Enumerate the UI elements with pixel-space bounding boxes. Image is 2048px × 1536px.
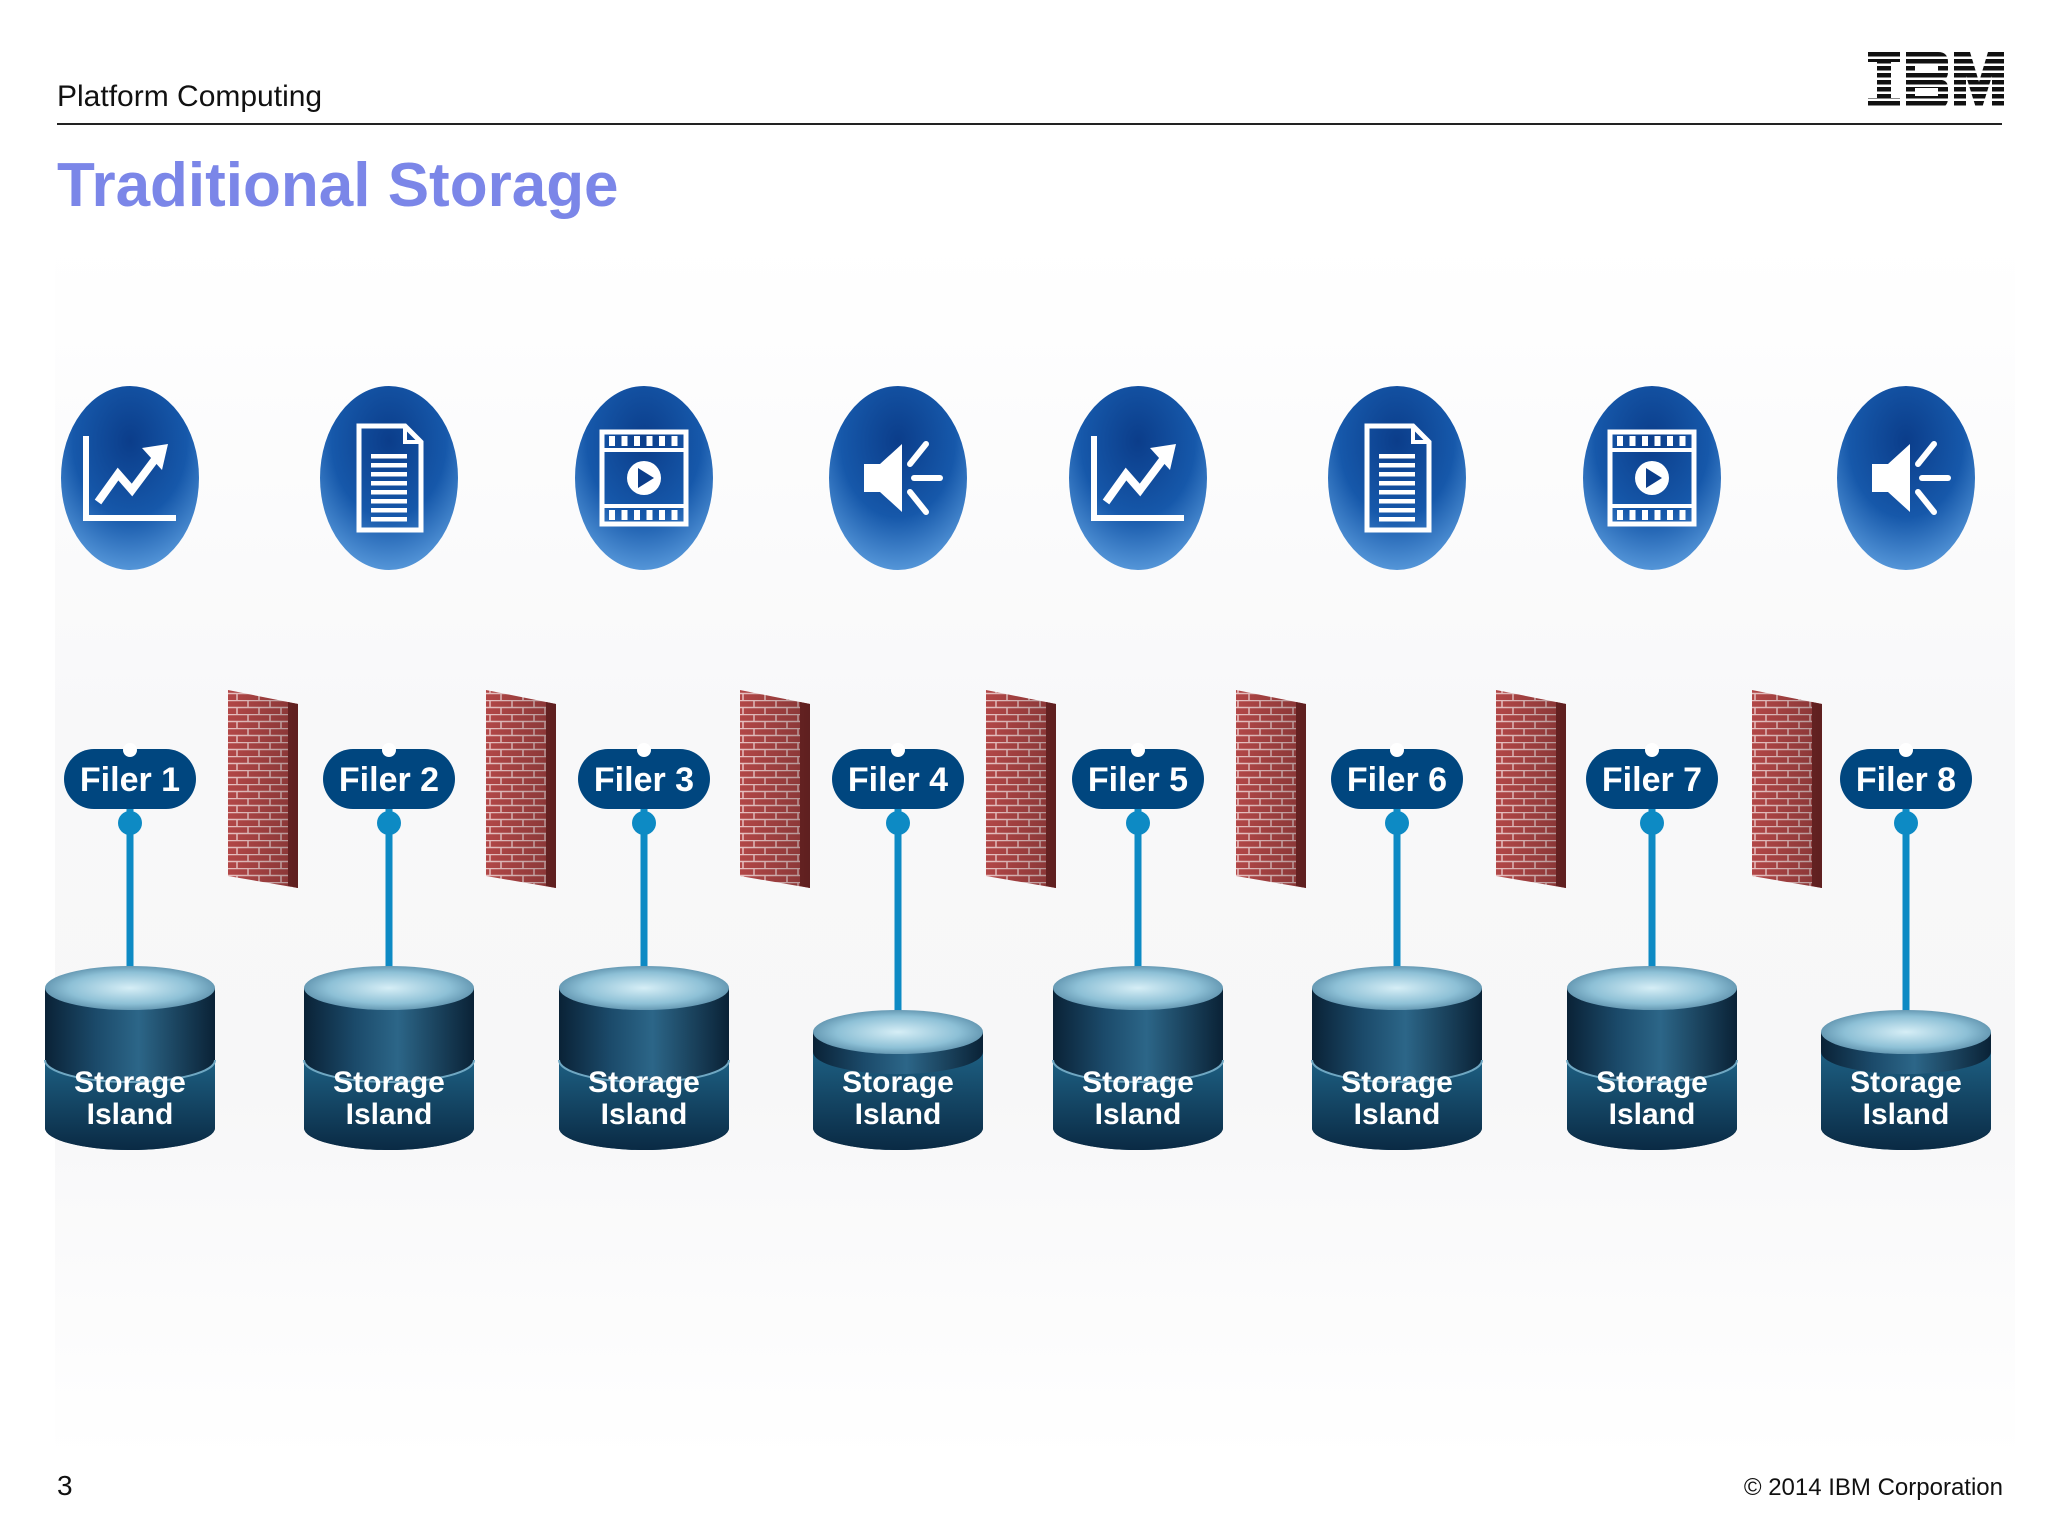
storage-label: Storage (1850, 1066, 1962, 1099)
filer-label: Filer 4 (848, 761, 948, 799)
filer-label: Filer 5 (1088, 761, 1188, 799)
storage-label: Storage (1082, 1066, 1194, 1099)
filer-badge: Filer 3 (578, 743, 710, 809)
document-icon (320, 386, 458, 570)
filer-badge: Filer 5 (1072, 743, 1204, 809)
storage-label: Storage (1596, 1066, 1708, 1099)
video-icon (575, 386, 713, 570)
copyright: © 2014 IBM Corporation (1743, 1474, 2003, 1501)
storage-label: Island (87, 1098, 174, 1131)
firewall-icon (986, 690, 1056, 888)
storage-label: Island (855, 1098, 942, 1131)
storage-label: Island (346, 1098, 433, 1131)
filer-badge: Filer 1 (64, 743, 196, 809)
firewall-icon (486, 690, 556, 888)
storage-label: Island (1863, 1098, 1950, 1131)
storage-label: Storage (1341, 1066, 1453, 1099)
storage-label: Island (601, 1098, 688, 1131)
filer-label: Filer 7 (1602, 761, 1702, 799)
chart-icon (61, 386, 199, 570)
filer-label: Filer 3 (594, 761, 694, 799)
filer-badge: Filer 6 (1331, 743, 1463, 809)
filer-badge: Filer 8 (1840, 743, 1972, 809)
storage-label: Island (1609, 1098, 1696, 1131)
audio-icon (1837, 386, 1975, 570)
video-icon (1583, 386, 1721, 570)
section-title: Platform Computing (57, 80, 323, 113)
filer-badge: Filer 7 (1586, 743, 1718, 809)
firewall-icon (1752, 690, 1822, 888)
filer-badge: Filer 4 (832, 743, 964, 809)
filer-label: Filer 2 (339, 761, 439, 799)
document-icon (1328, 386, 1466, 570)
chart-icon (1069, 386, 1207, 570)
filer-label: Filer 6 (1347, 761, 1447, 799)
filer-label: Filer 1 (80, 761, 180, 799)
firewall-icon (228, 690, 298, 888)
audio-icon (829, 386, 967, 570)
storage-label: Storage (333, 1066, 445, 1099)
firewall-icon (1496, 690, 1566, 888)
filer-badge: Filer 2 (323, 743, 455, 809)
page-title: Traditional Storage (57, 151, 619, 220)
storage-label: Storage (74, 1066, 186, 1099)
storage-label: Island (1095, 1098, 1182, 1131)
storage-label: Storage (588, 1066, 700, 1099)
filer-label: Filer 8 (1856, 761, 1956, 799)
firewall-icon (740, 690, 810, 888)
header-divider (57, 123, 2002, 125)
ibm-logo (1868, 52, 2004, 108)
storage-label: Island (1354, 1098, 1441, 1131)
page-number: 3 (57, 1470, 73, 1501)
firewall-icon (1236, 690, 1306, 888)
storage-label: Storage (842, 1066, 954, 1099)
